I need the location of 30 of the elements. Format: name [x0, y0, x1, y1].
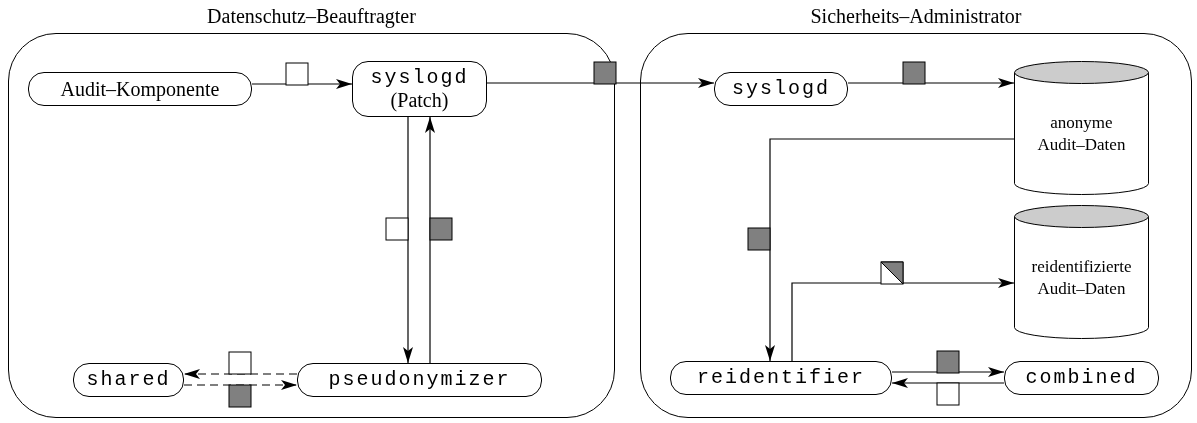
node-label: (Patch) [390, 89, 449, 111]
node-label: shared [86, 369, 171, 391]
arrow [891, 378, 1005, 388]
node-label: anonyme Audit–Daten [1036, 111, 1127, 156]
arrow [251, 79, 353, 89]
node-label: reidentifizierte Audit–Daten [1030, 255, 1133, 300]
node-label: Audit–Komponente [60, 78, 220, 100]
arrow [486, 78, 715, 88]
process-node [1004, 361, 1159, 395]
arrow [425, 116, 435, 364]
node-label: combined [1025, 367, 1138, 389]
node-label: syslogd [732, 78, 830, 100]
process-node [297, 363, 542, 397]
arrow [791, 278, 1015, 362]
arrow [403, 116, 413, 364]
node-label: syslogd [370, 67, 469, 89]
process-node [28, 72, 252, 106]
node-label: pseudonymizer [328, 369, 511, 391]
node-label: Datenschutz–Beauftragter [207, 4, 416, 30]
process-node [352, 61, 487, 117]
dashed-arrow [183, 380, 298, 390]
dashed-arrow [183, 369, 298, 379]
process-node [670, 361, 892, 395]
node-label: Sicherheits–Administrator [810, 4, 1022, 29]
arrow [847, 78, 1015, 88]
arrow [891, 367, 1005, 377]
process-node [714, 72, 848, 106]
arrow [765, 138, 1015, 362]
process-node [73, 363, 184, 397]
node-label: reidentifier [697, 367, 865, 389]
